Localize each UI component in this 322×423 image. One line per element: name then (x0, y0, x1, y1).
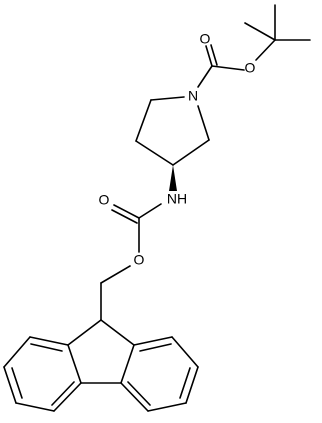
bond-right-6 (133, 336, 173, 346)
atom-label-o-ester-mid: O (134, 252, 145, 268)
bond-left-1 (67, 344, 82, 384)
bond-right-inner-a (139, 343, 172, 352)
bond-right-1 (120, 344, 135, 384)
bond-carbonyl2-double-b (111, 209, 138, 224)
bond-n-c2 (197, 105, 210, 141)
bond-c9-c9a (67, 319, 102, 346)
bond-carbonyl2-double-a (113, 204, 140, 219)
bond-c4-c5 (135, 99, 152, 142)
bond-tbu-o (255, 39, 276, 61)
bond-left-2 (53, 382, 82, 412)
bond-c3-c4 (135, 140, 174, 166)
bond-right-inner-b (179, 367, 191, 399)
bond-left-inner-c (51, 381, 75, 406)
bond-nh-carbonyl-c (138, 203, 162, 219)
bond-left-4 (3, 366, 17, 404)
bond-carbonyl-double-a (205, 45, 213, 67)
atom-label-nh: NH (167, 191, 187, 207)
bond-right-5 (171, 336, 199, 368)
bond-carbonyl-double-b (210, 44, 218, 66)
bond-carbonyl-c-n (197, 65, 213, 88)
bond-left-6 (29, 336, 69, 346)
atom-label-o-carbonyl-top: O (200, 31, 211, 47)
bond-right-inner-c (127, 381, 151, 406)
bond-c9-c8a (100, 319, 135, 346)
atom-label-o-carbonyl-mid: O (99, 192, 110, 208)
bond-left-3 (15, 402, 55, 412)
stereo-wedge-bond (169, 165, 177, 191)
atom-label-o-ester-top: O (245, 60, 256, 76)
bond-c5-n (150, 96, 185, 101)
fmoc-carbamate (100, 203, 162, 321)
boc-group (197, 4, 311, 88)
bond-left-inner-b (11, 367, 23, 399)
bond-c2-c3 (172, 139, 210, 166)
bond-right-3 (147, 402, 187, 412)
pyrrolidine-ring (135, 96, 210, 166)
bond-right-2 (120, 382, 149, 412)
atom-label-n-ring: N (188, 88, 198, 104)
bond-tbu-methyl-left (244, 22, 276, 41)
fluorene-system (3, 319, 199, 412)
bond-o-carbonyl-c (211, 65, 245, 71)
bond-o-ch2 (100, 265, 131, 284)
bond-left-inner-a (30, 343, 63, 352)
bond-left-5 (3, 336, 31, 368)
bond-right-4 (185, 366, 199, 404)
